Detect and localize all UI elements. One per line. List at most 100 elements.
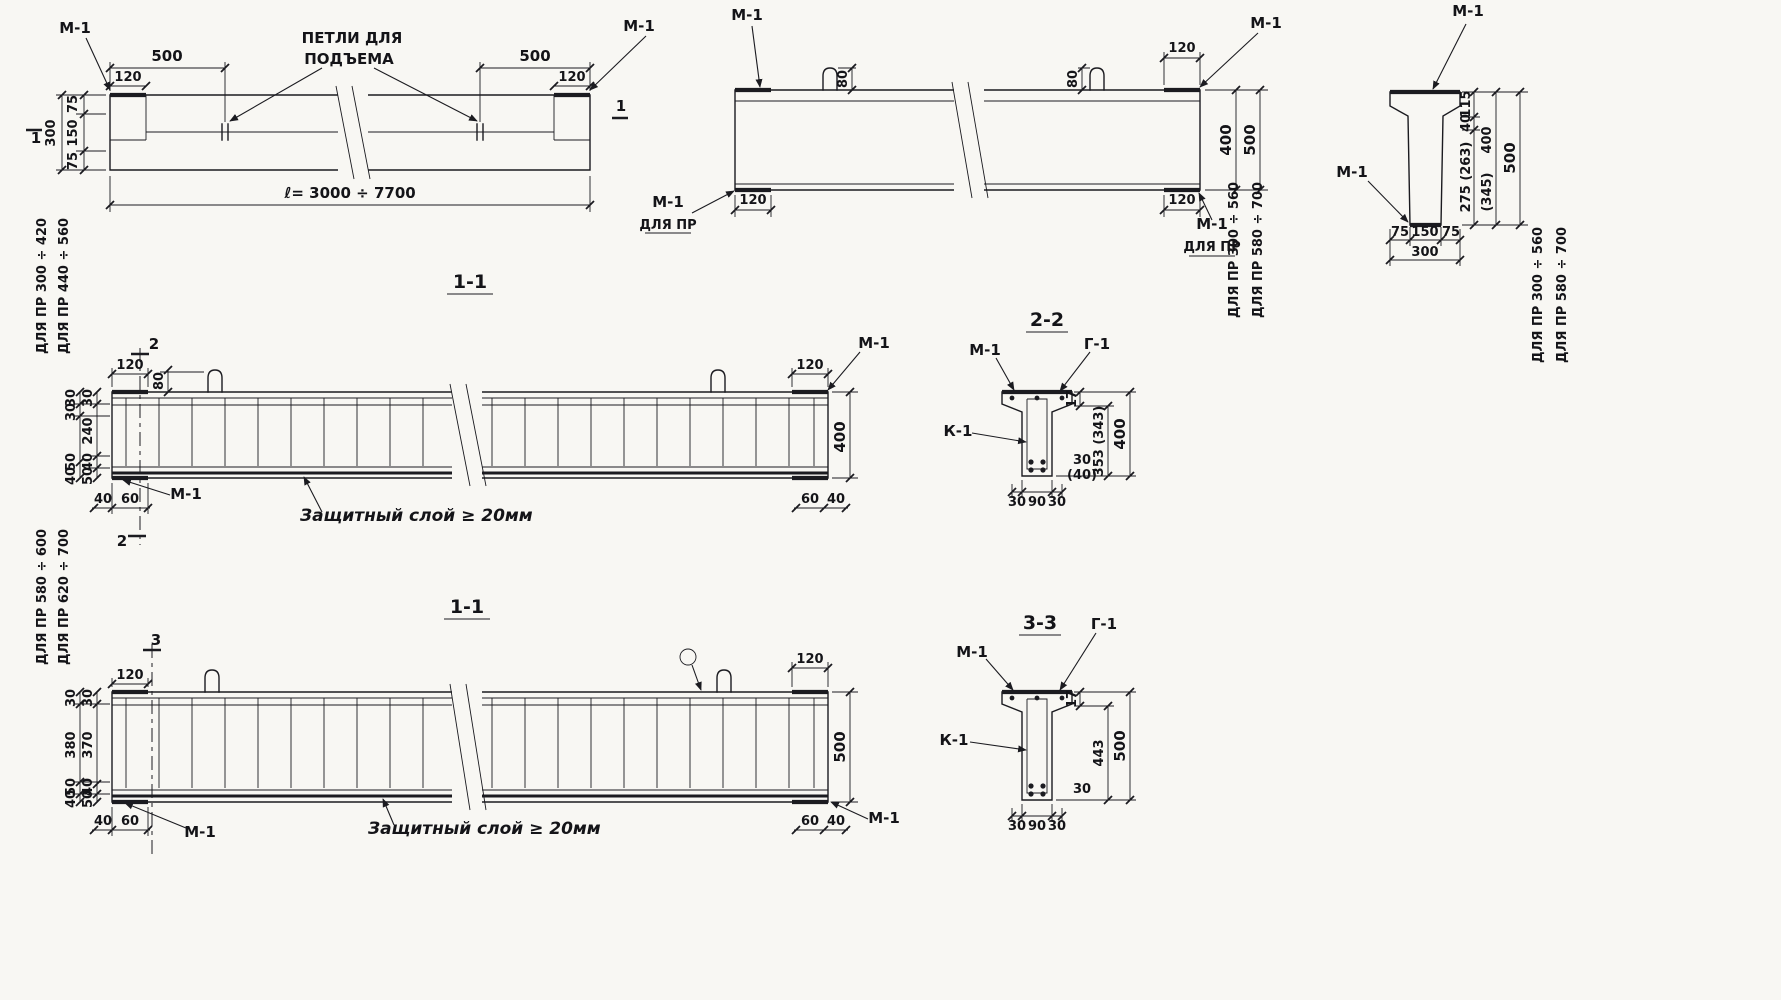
rebar-dot <box>1028 467 1034 473</box>
dimension-lines <box>79 370 851 509</box>
view-title: 1-1 <box>453 271 487 293</box>
section-2-2-view: 2-2 М-1 Г-1 К-1 17 353 (343) 400 30 (40)… <box>944 309 1136 510</box>
dim-label: 30 <box>1048 819 1066 834</box>
extension-lines <box>56 62 591 212</box>
m1-leader-bottom-right <box>830 801 869 820</box>
view-title: 3-3 <box>1023 612 1057 634</box>
dim-label: 40 <box>94 814 112 829</box>
dim-label: 500 <box>1501 142 1519 173</box>
break-lines <box>951 81 989 199</box>
dim-label: 30 <box>1073 453 1091 468</box>
dim-label: 300 <box>44 119 59 146</box>
rebar-dot <box>1028 791 1034 797</box>
g1-label: Г-1 <box>1084 335 1110 353</box>
dim-label: 115 <box>1459 90 1474 117</box>
dimension-lines <box>1012 692 1131 817</box>
section-1-1-bottom-view: 1-1 3 120 120 500 30 380 50 40 30 370 40… <box>35 529 900 856</box>
dim-label: 60 <box>801 814 819 829</box>
product-range-label: ДЛЯ ПР 580 ÷ 700 <box>1251 182 1266 318</box>
break-lines <box>335 85 371 180</box>
loops-leader-right <box>373 67 478 122</box>
section-cut-flags <box>128 352 149 538</box>
dim-label: 400 <box>831 421 849 452</box>
lifting-loops-label: ПЕТЛИ ДЛЯ <box>302 29 403 47</box>
dim-label: 120 <box>796 652 823 667</box>
dim-label: 80 <box>836 70 851 88</box>
dim-label: 500 <box>1241 124 1259 155</box>
detail-bubble <box>679 648 697 666</box>
m1-leader-top <box>1432 23 1467 90</box>
embedded-plates-m1 <box>112 689 828 805</box>
dimension-lines <box>735 57 1261 211</box>
dim-label: 80 <box>152 372 167 390</box>
dim-label: 500 <box>831 731 849 762</box>
dimension-ticks <box>75 663 855 835</box>
dim-label: 75 <box>66 95 81 113</box>
dimension-ticks <box>1385 87 1525 265</box>
dim-label: 30 <box>81 389 96 407</box>
rebar-dot <box>1040 459 1046 465</box>
product-range-label: ДЛЯ ПР 620 ÷ 700 <box>57 529 72 665</box>
view-title: 2-2 <box>1030 309 1064 331</box>
dim-label: 30 <box>64 689 79 707</box>
cover-note-leader <box>382 798 395 826</box>
m1-label: М-1 <box>1336 163 1368 181</box>
dim-label: 75 <box>1442 225 1460 240</box>
product-range-label: ДЛЯ ПР 300 ÷ 560 <box>1227 182 1242 318</box>
length-dim-label: ℓ= 3000 ÷ 7700 <box>283 184 415 202</box>
end-cross-section: М-1 М-1 115 40 275 (263) 400 (345) 500 7… <box>1336 2 1570 363</box>
dim-label: 30 <box>1008 819 1026 834</box>
k1-leader <box>969 741 1027 753</box>
break-lines <box>449 383 487 487</box>
for-pr-label: ДЛЯ ПР <box>1183 240 1240 255</box>
dimension-lines <box>79 667 851 831</box>
dim-label: 120 <box>116 668 143 683</box>
dim-label: 380 <box>64 731 79 758</box>
dim-label: 500 <box>519 47 550 65</box>
m1-label: М-1 <box>184 823 216 841</box>
dim-label: 30 <box>1073 782 1091 797</box>
detail-bubble-leader <box>691 664 702 691</box>
m1-leader-top-right <box>827 351 861 391</box>
section-cut-flags <box>26 116 628 132</box>
dim-label: (345) <box>1480 172 1495 211</box>
rebar-dot <box>1040 791 1046 797</box>
dim-label: 120 <box>1168 193 1195 208</box>
dim-label: 400 <box>1480 126 1495 153</box>
dim-label: 50 <box>64 453 79 471</box>
m1-leader <box>995 357 1015 391</box>
k1-label: К-1 <box>944 422 973 440</box>
section-1-1-top-view: 1-1 2 2 120 80 120 М-1 400 30 30 50 40 3… <box>35 218 890 550</box>
m1-label: М-1 <box>731 6 763 24</box>
m1-label: М-1 <box>858 334 890 352</box>
product-range-label: ДЛЯ ПР 300 ÷ 420 <box>35 218 50 354</box>
dim-label: 30 <box>64 389 79 407</box>
product-range-label: ДЛЯ ПР 300 ÷ 560 <box>1531 227 1546 363</box>
dim-label: 60 <box>121 814 139 829</box>
section-cut-label: 2 <box>149 335 159 353</box>
dim-label: 80 <box>1066 70 1081 88</box>
embedded-plates-m1 <box>112 389 828 481</box>
dim-label: 500 <box>1111 730 1129 761</box>
dim-label: 150 <box>66 119 81 146</box>
dim-label: 120 <box>796 358 823 373</box>
dim-label: 90 <box>1028 819 1046 834</box>
break-gap <box>338 84 368 180</box>
lifting-loops <box>204 669 732 693</box>
m1-leader <box>985 658 1014 691</box>
dim-label: 400 <box>1111 418 1129 449</box>
m1-label: М-1 <box>1452 2 1484 20</box>
dimension-lines <box>1012 392 1131 493</box>
plan-view: М-1 М-1 500 500 ПЕТЛИ ДЛЯ ПОДЪЕМА 120 12… <box>26 17 655 212</box>
m1-label: М-1 <box>59 19 91 37</box>
section-cut-label: 2 <box>117 532 127 550</box>
label-underlines <box>645 232 1235 257</box>
m1-label: М-1 <box>170 485 202 503</box>
dimension-ticks <box>1007 687 1135 821</box>
k1-label: К-1 <box>940 731 969 749</box>
embedded-plates-m1 <box>735 87 1200 193</box>
m1-label: М-1 <box>969 341 1001 359</box>
break-lines <box>449 683 487 811</box>
lifting-loop-marks <box>221 123 484 141</box>
dim-label: 40 <box>81 453 96 471</box>
